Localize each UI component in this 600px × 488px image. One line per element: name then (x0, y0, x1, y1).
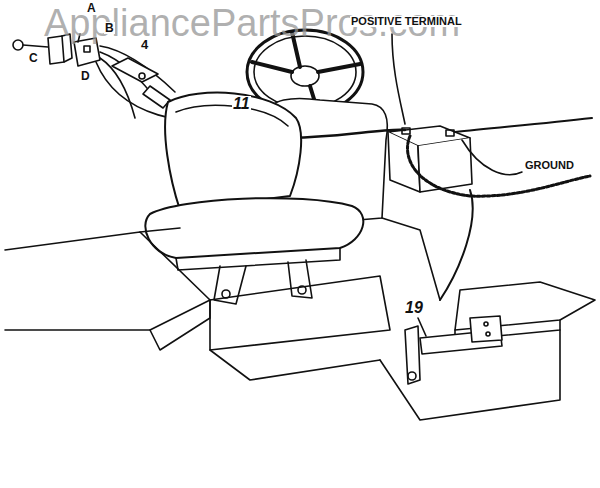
connector (143, 86, 170, 108)
solenoid-body (420, 330, 502, 354)
spoke (318, 64, 360, 72)
cable (440, 190, 473, 300)
bolt (408, 372, 416, 380)
callout-number: 4 (140, 38, 149, 51)
seat-bracket (288, 260, 312, 298)
part-letter: C (28, 52, 39, 64)
leader-line (418, 318, 426, 336)
body-deck (210, 276, 390, 350)
switch-slot (84, 46, 90, 52)
solenoid-plate (470, 316, 502, 342)
leader-line (462, 140, 522, 175)
body-lower (210, 350, 380, 380)
leader-line (392, 34, 405, 124)
seat-back (165, 93, 301, 210)
fender-edge (150, 300, 210, 350)
bracket (405, 326, 420, 384)
left-fender (5, 232, 210, 330)
spoke (252, 62, 292, 72)
terminal-label: POSITIVE TERMINAL (350, 16, 463, 27)
part-letter: B (104, 22, 115, 34)
screw-shaft (23, 45, 48, 47)
body-side (382, 218, 440, 300)
connector-4 (112, 58, 158, 82)
steering-wheel-inner (254, 36, 356, 108)
part-letter: A (86, 2, 97, 14)
callout-number: 19 (404, 300, 424, 316)
wheel-hub (291, 66, 319, 86)
ground-cable (455, 118, 592, 132)
ground-label: GROUND (524, 160, 575, 171)
hole (484, 322, 488, 326)
deck-edge (140, 228, 180, 232)
coiled-cable (408, 136, 591, 196)
battery-front (388, 132, 420, 192)
ring-terminal (139, 73, 145, 79)
battery-post (446, 130, 454, 136)
hole (486, 332, 490, 336)
seat-base (176, 248, 340, 270)
part-letter: D (80, 70, 91, 82)
screw (13, 40, 23, 50)
callout-number: 11 (232, 96, 251, 112)
battery-side (418, 138, 472, 192)
